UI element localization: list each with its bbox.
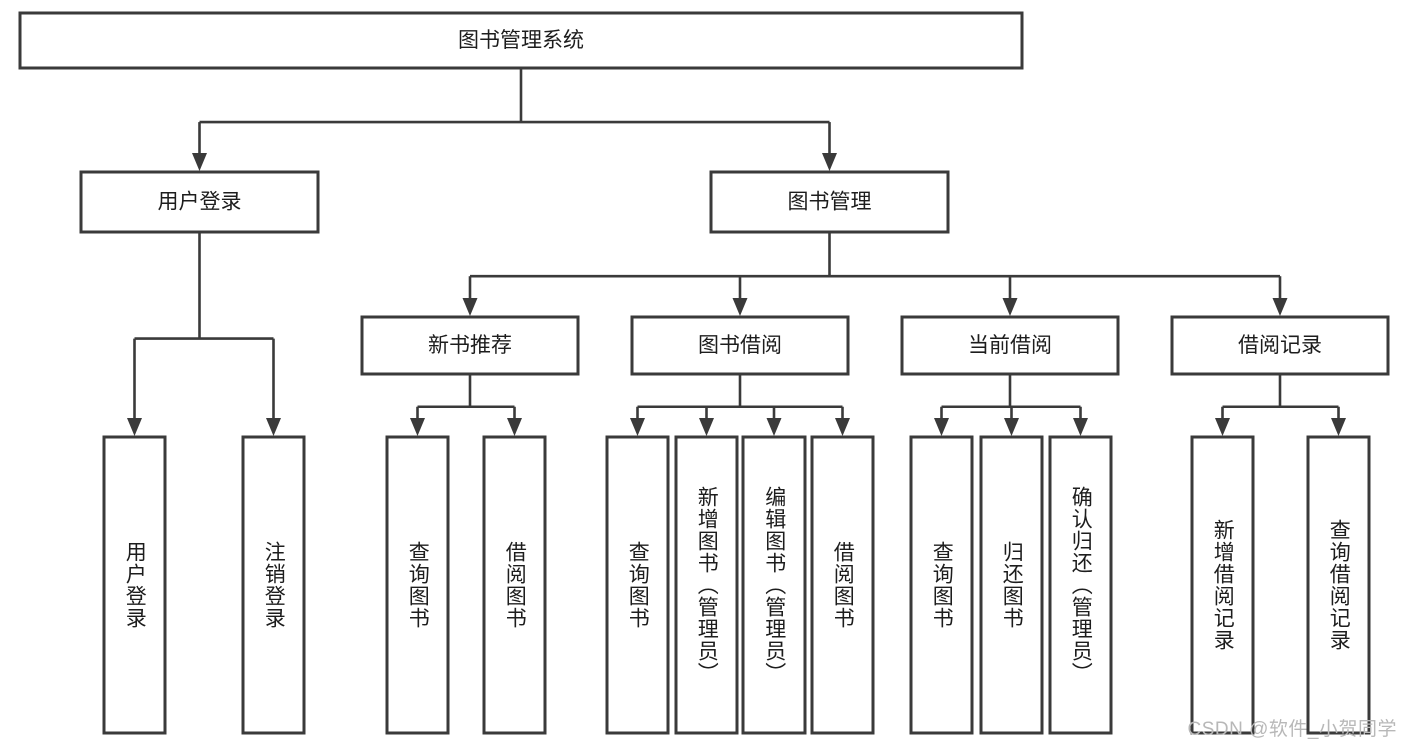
node-box-leaf-query-book-recommend[interactable] xyxy=(385,435,450,735)
arrow-head-icon xyxy=(192,153,207,171)
arrow-head-icon xyxy=(127,418,142,436)
node-label-new-book-recommend: 新书推荐 xyxy=(428,334,512,357)
arrow-head-icon xyxy=(266,418,281,436)
node-box-book-borrow[interactable] xyxy=(630,315,850,376)
node-box-leaf-borrow-book-recommend[interactable] xyxy=(482,435,547,735)
node-label-user-login: 用户登录 xyxy=(158,191,242,214)
node-label-borrow-record: 借阅记录 xyxy=(1238,334,1322,357)
arrow-head-icon xyxy=(766,418,782,436)
arrow-head-icon xyxy=(732,298,748,316)
connector-layer xyxy=(127,68,1346,436)
arrow-head-icon xyxy=(1215,418,1230,436)
node-box-leaf-query-borrow-record[interactable] xyxy=(1306,435,1371,735)
node-box-user-login[interactable] xyxy=(79,170,320,234)
arrow-head-icon xyxy=(699,418,714,436)
arrow-head-icon xyxy=(835,418,850,436)
arrow-head-icon xyxy=(462,298,478,316)
node-box-leaf-return-book[interactable] xyxy=(979,435,1044,735)
watermark-text: CSDN @软件_小贺同学 xyxy=(1187,719,1397,740)
arrow-head-icon xyxy=(1004,418,1019,436)
arrow-head-icon xyxy=(1272,298,1288,316)
node-box-leaf-add-borrow-record[interactable] xyxy=(1190,435,1255,735)
arrow-head-icon xyxy=(1331,418,1346,436)
node-box-leaf-confirm-return-admin[interactable] xyxy=(1048,435,1113,735)
arrow-head-icon xyxy=(1002,298,1018,316)
node-box-leaf-add-book-admin[interactable] xyxy=(674,435,739,735)
arrow-head-icon xyxy=(934,418,949,436)
node-box-borrow-record[interactable] xyxy=(1170,315,1390,376)
arrow-head-icon xyxy=(630,418,645,436)
node-label-current-borrow: 当前借阅 xyxy=(968,334,1052,357)
node-box-book-management[interactable] xyxy=(709,170,950,234)
arrow-head-icon xyxy=(507,418,522,436)
arrow-head-icon xyxy=(822,153,837,171)
node-label-book-borrow: 图书借阅 xyxy=(698,334,782,357)
node-box-leaf-borrow-book[interactable] xyxy=(810,435,875,735)
node-box-new-book-recommend[interactable] xyxy=(360,315,580,376)
node-box-root[interactable] xyxy=(18,11,1024,70)
node-label-root: 图书管理系统 xyxy=(458,29,584,52)
node-box-leaf-logout-login[interactable] xyxy=(241,435,306,735)
node-box-leaf-user-login[interactable] xyxy=(102,435,167,735)
node-box-leaf-query-book-borrow[interactable] xyxy=(605,435,670,735)
node-box-leaf-query-book-current[interactable] xyxy=(909,435,974,735)
node-box-leaf-edit-book-admin[interactable] xyxy=(741,435,807,735)
arrow-head-icon xyxy=(410,418,425,436)
node-box-current-borrow[interactable] xyxy=(900,315,1120,376)
node-label-book-management: 图书管理 xyxy=(788,191,872,214)
arrow-head-icon xyxy=(1073,418,1088,436)
